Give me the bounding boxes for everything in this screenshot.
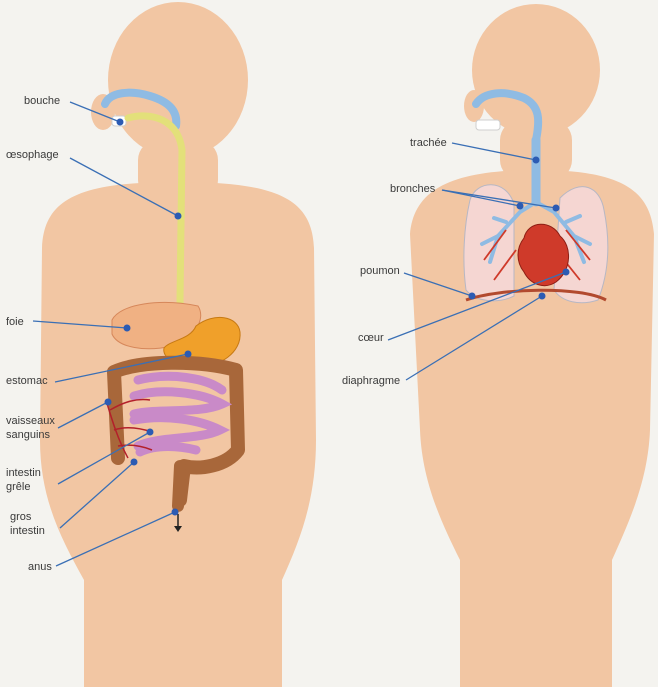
- teeth-right: [476, 120, 500, 130]
- label-anus: anus: [28, 561, 52, 573]
- label-estomac: estomac: [6, 375, 48, 387]
- label-poumon: poumon: [360, 265, 400, 277]
- label-intestin-grele-2: grêle: [6, 481, 30, 493]
- label-gros-intestin-1: gros: [10, 511, 32, 523]
- label-coeur: cœur: [358, 332, 384, 344]
- label-bouche: bouche: [24, 95, 60, 107]
- label-vaisseaux-1: vaisseaux: [6, 415, 55, 427]
- label-bronches: bronches: [390, 183, 436, 195]
- label-vaisseaux-2: sanguins: [6, 429, 51, 441]
- label-foie: foie: [6, 316, 24, 328]
- label-intestin-grele-1: intestin: [6, 467, 41, 479]
- rectum: [178, 466, 180, 506]
- label-oesophage: œsophage: [6, 149, 59, 161]
- left-lung: [464, 185, 514, 301]
- label-trachee: trachée: [410, 137, 447, 149]
- label-gros-intestin-2: intestin: [10, 525, 45, 537]
- label-diaphragme: diaphragme: [342, 375, 400, 387]
